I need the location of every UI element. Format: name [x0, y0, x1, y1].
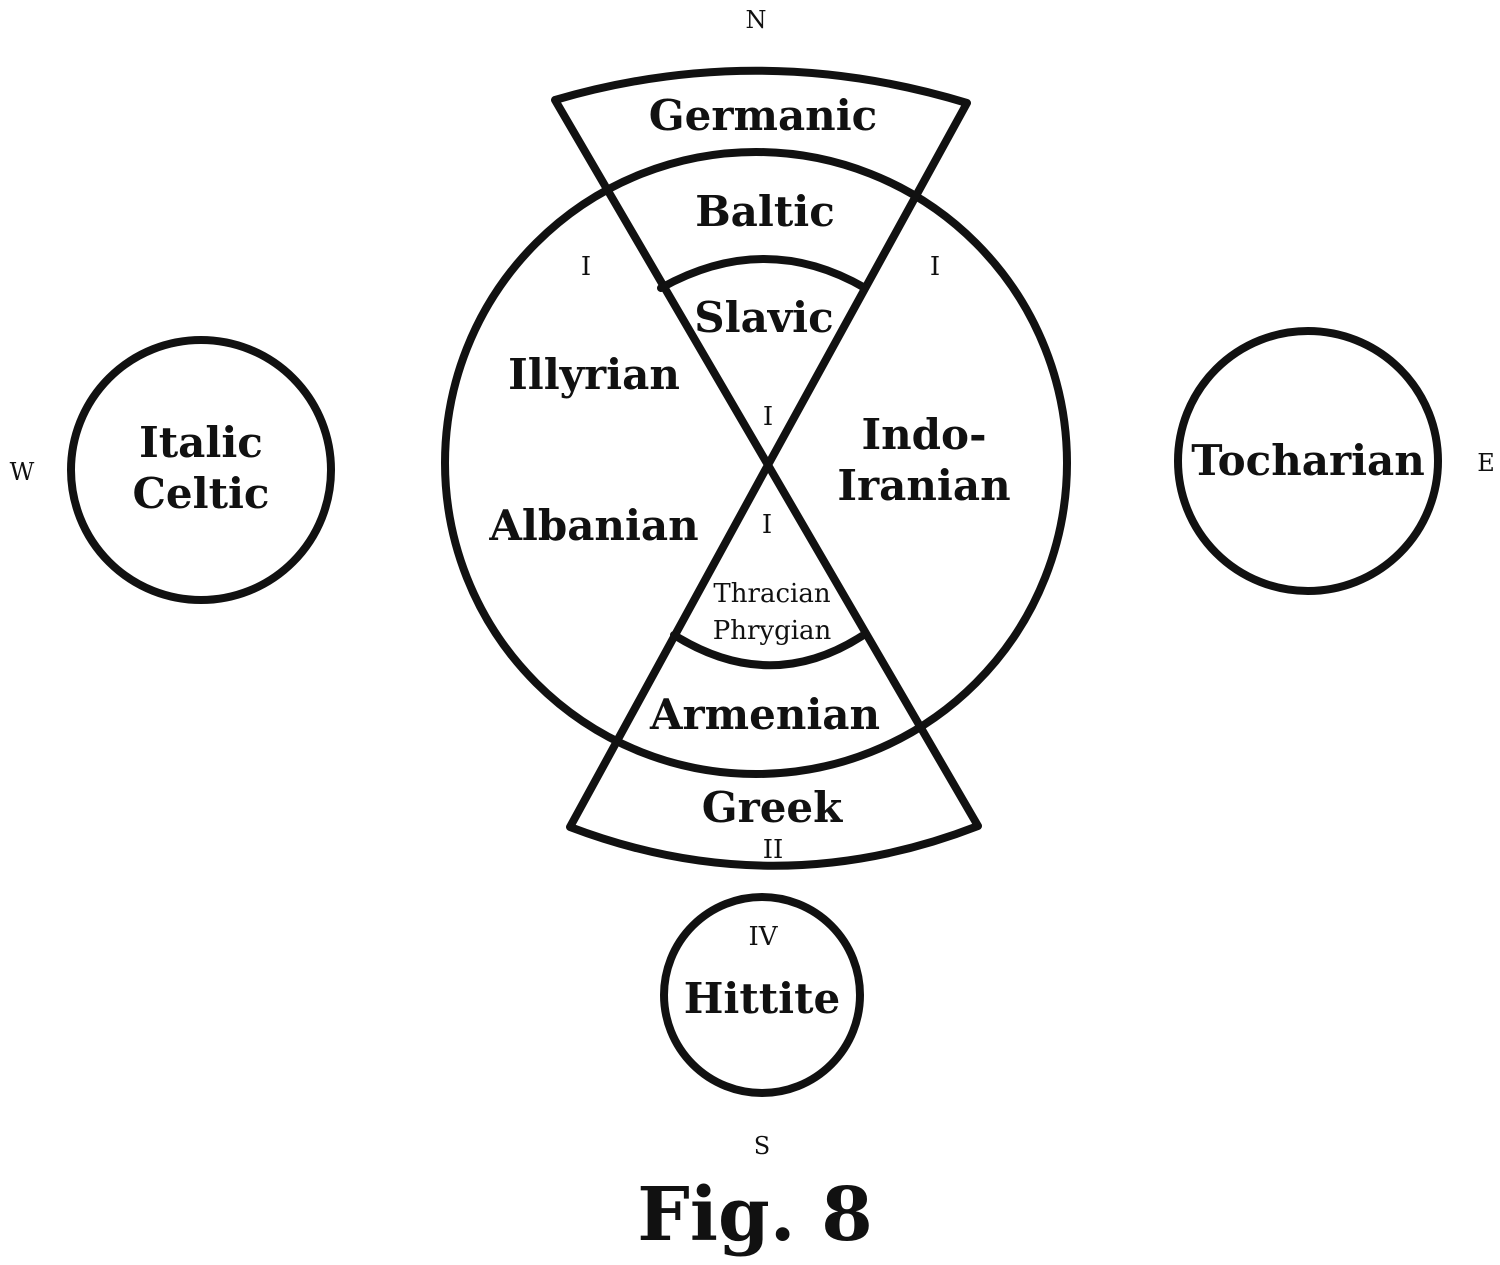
italic-label: Italic	[139, 418, 263, 467]
hittite-label: Hittite	[684, 974, 841, 1023]
tocharian-label: Tocharian	[1191, 436, 1425, 485]
marker-hittite: IV	[748, 922, 778, 952]
indo-iranian-label-line1: Indo-	[862, 410, 987, 459]
slavic-label: Slavic	[694, 293, 833, 342]
germanic-label: Germanic	[649, 91, 877, 140]
marker-center-bottom: I	[762, 510, 772, 540]
compass-west-label: W	[10, 458, 35, 486]
illyrian-label: Illyrian	[508, 350, 680, 399]
marker-upper-left: I	[581, 252, 591, 282]
tocharian-circle	[1174, 327, 1442, 595]
marker-greek: II	[763, 835, 784, 865]
albanian-label: Albanian	[488, 501, 698, 550]
compass-north-label: N	[746, 6, 767, 34]
compass-south-label: S	[754, 1132, 770, 1160]
figure-caption: Fig. 8	[637, 1172, 872, 1258]
hittite-circle	[660, 893, 864, 1097]
baltic-label: Baltic	[695, 187, 835, 236]
lower-wedge	[566, 461, 982, 870]
greek-label: Greek	[702, 783, 843, 832]
thracian-label: Thracian	[713, 579, 830, 609]
celtic-label: Celtic	[132, 469, 269, 518]
thracian-phrygian-arc	[670, 631, 866, 670]
indo-iranian-label-line2: Iranian	[837, 461, 1010, 510]
compass-east-label: E	[1477, 449, 1495, 477]
slavic-arc	[657, 255, 869, 292]
italic-celtic-circle	[67, 336, 335, 604]
phrygian-label: Phrygian	[713, 616, 832, 646]
upper-wedge	[551, 66, 971, 469]
marker-center-top: I	[763, 402, 773, 432]
armenian-label: Armenian	[649, 690, 880, 739]
marker-upper-right: I	[930, 252, 940, 282]
central-circle	[441, 148, 1071, 778]
